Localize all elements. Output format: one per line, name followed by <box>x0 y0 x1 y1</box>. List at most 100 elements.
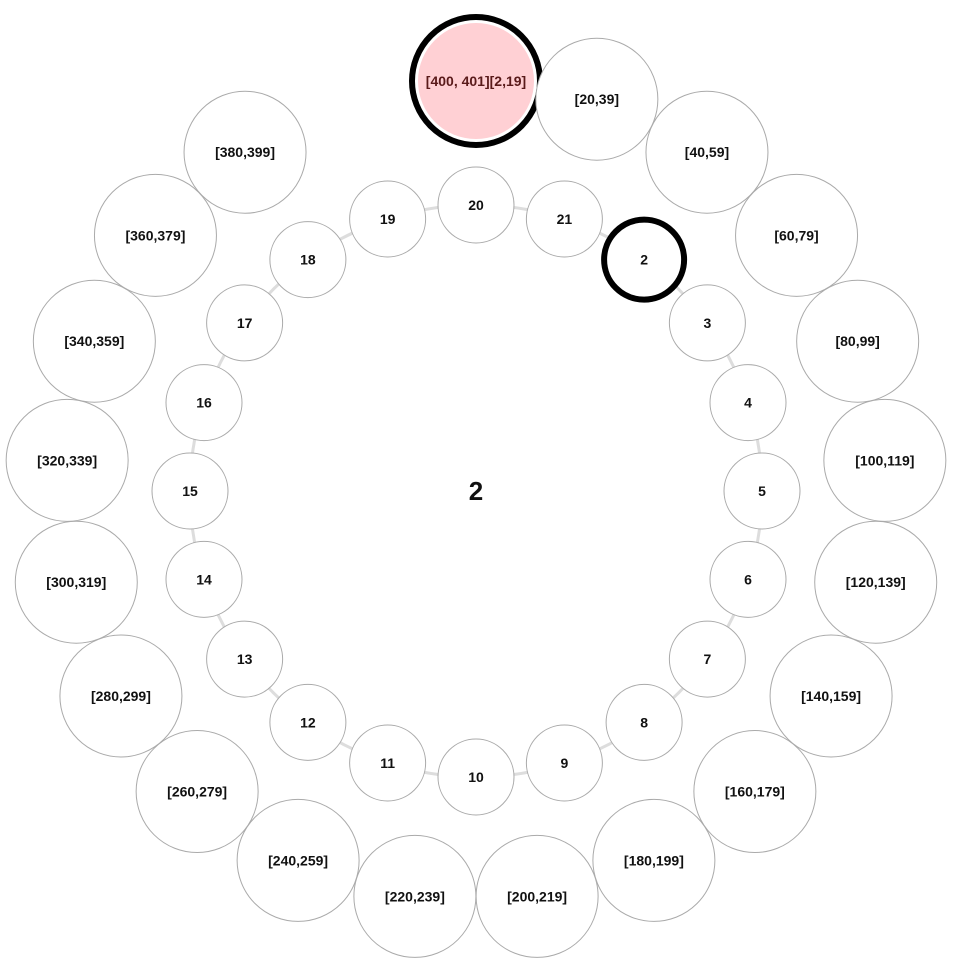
outer-node-circle <box>796 279 920 403</box>
outer-node-label: [380,399] <box>215 144 275 160</box>
inner-node-circle <box>349 180 427 258</box>
inner-node-label: 6 <box>744 571 752 587</box>
inner-node-circle <box>269 221 347 299</box>
inner-node-label: 15 <box>182 483 198 499</box>
outer-node[interactable]: [280,299] <box>59 634 183 758</box>
outer-node-circle <box>693 730 817 854</box>
inner-node-circle <box>668 284 746 362</box>
inner-node[interactable]: 12 <box>269 683 347 761</box>
outer-node[interactable]: [400, 401][2,19] <box>409 14 543 148</box>
inner-node[interactable]: 20 <box>437 166 515 244</box>
inner-node-label: 12 <box>300 714 316 730</box>
inner-node[interactable]: 15 <box>151 452 229 530</box>
outer-node-circle <box>183 90 307 214</box>
inner-node-label: 5 <box>758 483 766 499</box>
inner-node[interactable]: 17 <box>206 284 284 362</box>
outer-node-label: [360,379] <box>125 227 185 243</box>
inner-node[interactable]: 13 <box>206 620 284 698</box>
outer-node[interactable]: [240,259] <box>236 798 360 922</box>
inner-node[interactable]: 6 <box>709 540 787 618</box>
inner-node-circle <box>165 364 243 442</box>
outer-node[interactable]: [120,139] <box>814 520 938 644</box>
inner-node-label: 8 <box>640 714 648 730</box>
inner-node-label: 2 <box>640 252 648 268</box>
outer-node[interactable]: [140,159] <box>769 634 893 758</box>
inner-node-label: 10 <box>468 769 484 785</box>
inner-node-label: 18 <box>300 252 316 268</box>
outer-node[interactable]: [200,219] <box>475 834 599 958</box>
inner-node-circle <box>709 540 787 618</box>
outer-node-label: [60,79] <box>774 227 818 243</box>
outer-node[interactable]: [60,79] <box>735 173 859 297</box>
inner-node-circle <box>206 620 284 698</box>
outer-node-circle <box>535 37 659 161</box>
inner-node-circle <box>525 180 603 258</box>
outer-node-label: [40,59] <box>685 144 729 160</box>
inner-node[interactable]: 19 <box>349 180 427 258</box>
inner-node[interactable]: 11 <box>349 724 427 802</box>
inner-node-label: 20 <box>468 197 484 213</box>
outer-node[interactable]: [360,379] <box>93 173 217 297</box>
outer-node-circle <box>769 634 893 758</box>
outer-node-label: [200,219] <box>507 888 567 904</box>
outer-node[interactable]: [80,99] <box>796 279 920 403</box>
inner-node-label: 7 <box>703 651 711 667</box>
inner-node-label: 19 <box>380 211 396 227</box>
inner-node-circle <box>269 683 347 761</box>
outer-node[interactable]: [300,319] <box>14 520 138 644</box>
inner-node-label: 4 <box>744 395 752 411</box>
inner-node-label: 16 <box>196 395 212 411</box>
outer-node-label: [20,39] <box>575 91 619 107</box>
center-label: 2 <box>469 476 483 506</box>
outer-node-label: [80,99] <box>835 333 879 349</box>
outer-node-label: [320,339] <box>37 452 97 468</box>
outer-node-label: [280,299] <box>91 688 151 704</box>
outer-node-circle <box>59 634 183 758</box>
inner-node-circle <box>601 216 688 303</box>
outer-node[interactable]: [160,179] <box>693 730 817 854</box>
inner-node[interactable]: 4 <box>709 364 787 442</box>
inner-node[interactable]: 10 <box>437 738 515 816</box>
inner-node-label: 13 <box>237 651 253 667</box>
inner-node-circle <box>709 364 787 442</box>
outer-node-label: [340,359] <box>64 333 124 349</box>
outer-node[interactable]: [20,39] <box>535 37 659 161</box>
inner-node[interactable]: 2 <box>601 216 688 303</box>
inner-node[interactable]: 8 <box>605 683 683 761</box>
inner-node-circle <box>206 284 284 362</box>
inner-node-circle <box>525 724 603 802</box>
inner-node[interactable]: 18 <box>269 221 347 299</box>
inner-node[interactable]: 7 <box>668 620 746 698</box>
outer-node[interactable]: [340,359] <box>32 279 156 403</box>
inner-node[interactable]: 14 <box>165 540 243 618</box>
outer-node-circle <box>735 173 859 297</box>
inner-node[interactable]: 5 <box>723 452 801 530</box>
inner-node[interactable]: 9 <box>525 724 603 802</box>
inner-node-circle <box>605 683 683 761</box>
outer-node-circle <box>135 730 259 854</box>
outer-node[interactable]: [40,59] <box>645 90 769 214</box>
outer-node[interactable]: [100,119] <box>823 398 947 522</box>
outer-node[interactable]: [180,199] <box>592 798 716 922</box>
inner-node[interactable]: 16 <box>165 364 243 442</box>
outer-node[interactable]: [320,339] <box>5 398 129 522</box>
inner-node-circle <box>165 540 243 618</box>
inner-node[interactable]: 21 <box>525 180 603 258</box>
outer-node-circle <box>592 798 716 922</box>
outer-node-label: [100,119] <box>855 452 914 468</box>
outer-node[interactable]: [260,279] <box>135 730 259 854</box>
outer-node[interactable]: [380,399] <box>183 90 307 214</box>
inner-node-circle <box>437 738 515 816</box>
outer-node-label: [120,139] <box>846 574 906 590</box>
inner-node-circle <box>349 724 427 802</box>
outer-node[interactable]: [220,239] <box>353 834 477 958</box>
outer-node-circle <box>14 520 138 644</box>
inner-node-label: 21 <box>557 211 573 227</box>
inner-node[interactable]: 3 <box>668 284 746 362</box>
outer-node-circle <box>823 398 947 522</box>
outer-node-circle <box>645 90 769 214</box>
outer-node-label: [300,319] <box>46 574 106 590</box>
outer-node-label: [240,259] <box>268 852 328 868</box>
outer-node-circle <box>32 279 156 403</box>
